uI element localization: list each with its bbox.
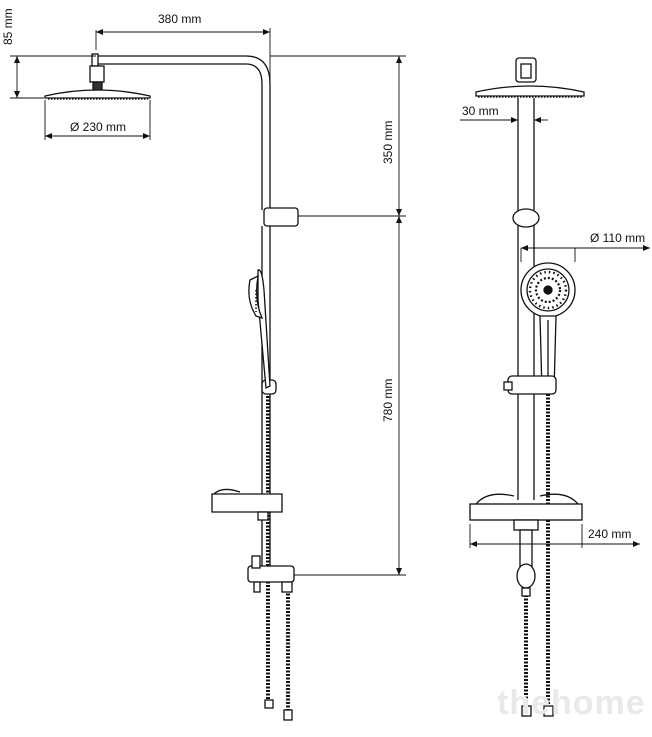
dim-hand-shower-diameter: Ø 110 mm: [590, 231, 645, 245]
mixer-side: [247, 565, 295, 583]
mixer-front: [516, 563, 536, 589]
side-view: [44, 53, 299, 721]
dim-shelf-width: 240 mm: [588, 527, 631, 541]
front-dimensions: [460, 100, 650, 548]
dim-head-height: 85 mm: [1, 8, 15, 45]
hand-shower-side: [257, 269, 271, 390]
shelf-side: [211, 493, 283, 513]
dim-head-diameter: Ø 230 mm: [70, 120, 126, 134]
dim-arm-length: 380 mm: [158, 12, 201, 26]
watermark-logo: thehome: [497, 684, 646, 722]
front-view: [469, 57, 585, 717]
dim-lower-section: 780 mm: [381, 379, 395, 422]
slider-clamp-front: [512, 208, 540, 228]
rain-head-front: [475, 85, 585, 97]
slider-clamp: [263, 207, 299, 227]
head-swivel: [89, 65, 105, 83]
dim-arm-offset: 30 mm: [462, 104, 499, 118]
side-dimensions: [10, 28, 406, 576]
overhead-arm: [96, 55, 271, 210]
shelf-front: [469, 503, 583, 521]
rain-head-side: [44, 89, 151, 99]
dim-upper-section: 350 mm: [381, 121, 395, 164]
